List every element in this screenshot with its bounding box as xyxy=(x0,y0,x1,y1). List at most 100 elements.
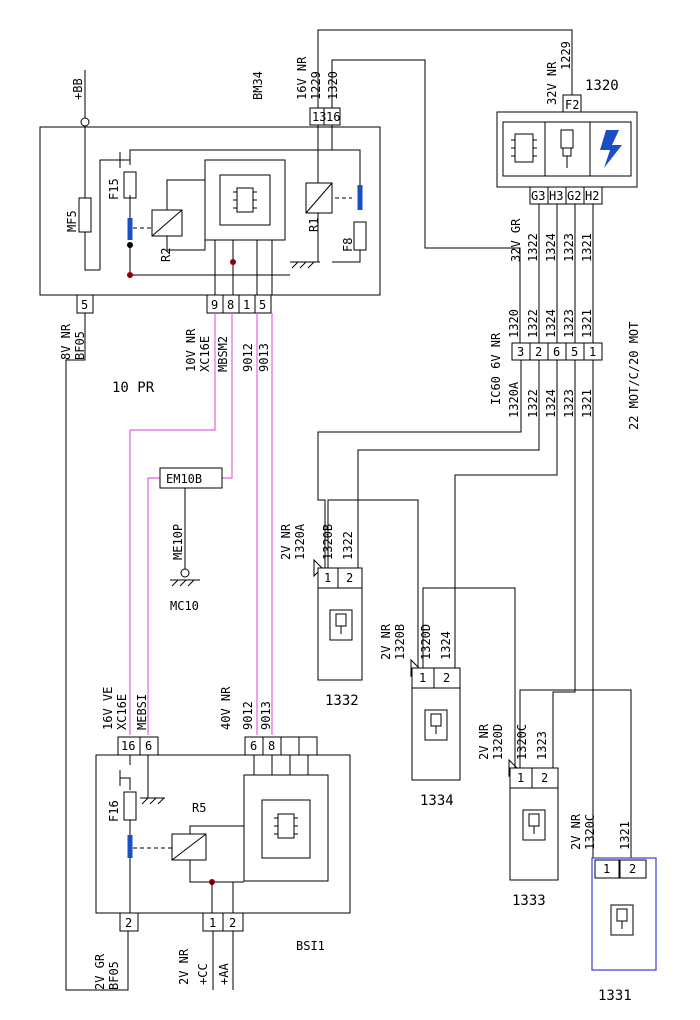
injector-1332: 2V NR 1320A 1320B 1322 1 2 1332 xyxy=(279,523,363,709)
ic60-top-wire-2: 1324 xyxy=(544,309,558,338)
bsi1-pin-16: 16 xyxy=(121,739,135,753)
plus-bb-label: +BB xyxy=(71,78,85,100)
ic60-label: IC60 6V NR xyxy=(489,332,503,405)
bsi1-bottom-left-wire-label: 2V GR xyxy=(93,953,107,990)
f16-label: F16 xyxy=(107,800,121,822)
bsi1-inner-ecu xyxy=(243,774,329,882)
inj1332-wire-0: 1320A xyxy=(293,523,307,560)
bsi1-bottom-left-ground: BF05 xyxy=(107,961,121,990)
bm34-chip-icon xyxy=(233,187,257,213)
bm34-top-connector: 13 16 16V NR 1229 1320 xyxy=(295,29,573,343)
bsi1-bottom-pin-1: 1 xyxy=(209,916,216,930)
plus-bb-terminal xyxy=(80,117,90,127)
inj1333-wire-2: 1323 xyxy=(535,731,549,760)
bm34-chip-frame xyxy=(219,174,271,226)
ic60-pin-3: 3 xyxy=(517,345,524,359)
ic60-pin-6: 6 xyxy=(553,345,560,359)
inj1333-wire-0: 1320D xyxy=(491,724,505,760)
pr-label: 10 PR xyxy=(112,380,155,396)
ecu-pin-g2: G2 xyxy=(567,189,581,203)
inj1332-name: 1332 xyxy=(325,693,359,709)
bsi1-name: BSI1 xyxy=(296,939,325,953)
bsi1-bottom-right-wire-label: 2V NR xyxy=(177,948,191,985)
bm34-pin-8: 8 xyxy=(227,298,234,312)
signal-wires xyxy=(129,313,273,735)
r1-relay-coil xyxy=(305,182,333,214)
inj1334-wire-0: 1320B xyxy=(393,624,407,660)
junction-dot xyxy=(127,272,133,278)
mc10-ground-icon xyxy=(170,579,200,587)
injector-icon xyxy=(610,904,634,936)
inj1334-wire-label: 2V NR xyxy=(379,623,393,660)
me10p-label: ME10P xyxy=(171,524,185,560)
junction-dot xyxy=(230,259,236,265)
ic60-bottom-wire-1: 1322 xyxy=(526,389,540,418)
bsi1-bottom-right-connector: 1 2 2V NR +CC +AA xyxy=(177,912,244,990)
inj1333-wire-label: 2V NR xyxy=(477,723,491,760)
bsi1-ground-icon xyxy=(140,797,165,805)
wire-1229: 1229 xyxy=(309,71,323,100)
jumper-1320d xyxy=(422,587,516,768)
bm34-left-connector: 5 8V NR BF05 xyxy=(59,294,106,991)
r2-label: R2 xyxy=(159,248,173,262)
inj1334-name: 1334 xyxy=(420,793,454,809)
inj1331-name: 1331 xyxy=(598,988,632,1004)
ecu-power-wire: 1229 xyxy=(559,41,573,70)
inj1333-pin-2: 2 xyxy=(541,771,548,785)
inj1334-pin-1: 1 xyxy=(419,671,426,685)
wire-9013-top: 9013 xyxy=(257,343,271,372)
inj1332-wire-1: 1320B xyxy=(321,524,335,560)
bsi1-chip-frame xyxy=(261,799,311,859)
ecu-chip-icon xyxy=(511,133,537,163)
r5-label: R5 xyxy=(192,801,206,815)
ecu-pin-f2: F2 xyxy=(565,98,579,112)
em10b-connector: EM10B ME10P MC10 xyxy=(159,467,223,613)
bsi1-pin-8: 8 xyxy=(268,739,275,753)
ic60-top-wire-4: 1321 xyxy=(580,309,594,338)
injector-icon xyxy=(329,609,353,641)
bsi1-left-wire-label: 16V VE xyxy=(101,687,115,730)
r1-label: R1 xyxy=(307,218,321,232)
bsi1-pin-6: 6 xyxy=(145,739,152,753)
injector-icon xyxy=(522,809,546,841)
bm34-unit: BM34 F15 R2 R1 F8 xyxy=(39,70,381,296)
bm34-bottom-code: XC16E xyxy=(198,336,212,372)
plus-aa-label: +AA xyxy=(217,963,231,985)
wire-1323-ecu: 1323 xyxy=(562,233,576,262)
bsi1-unit: 16V VE XC16E MEBSI 16 6 40V NR 9012 9013… xyxy=(95,686,351,953)
bm34-pin-16: 16 xyxy=(326,110,340,124)
ic60-pin-2: 2 xyxy=(535,345,542,359)
jumper-1320b xyxy=(327,499,419,668)
bm34-pin-1: 1 xyxy=(243,298,250,312)
wire-mbsm2: MBSM2 xyxy=(216,336,230,372)
injector-1331: 2V NR 1320C 1321 1 2 1331 xyxy=(569,813,657,1004)
bm34-bottom-connector: 9 8 1 5 10V NR XC16E MBSM2 9012 9013 10 … xyxy=(112,294,272,396)
ecu-pin-g3: G3 xyxy=(531,189,545,203)
inj1331-frame xyxy=(591,857,657,971)
bm34-bottom-wire-label: 10V NR xyxy=(184,328,198,372)
bm34-pin-13: 13 xyxy=(312,110,326,124)
bm34-pin-5b: 5 xyxy=(259,298,266,312)
injector-1333: 2V NR 1320D 1320C 1323 1 2 1333 xyxy=(477,723,559,909)
injector-icon xyxy=(560,129,574,168)
ecu-power-wire-label: 32V NR xyxy=(545,61,559,105)
ic60-top-wire-0: 1320 xyxy=(507,309,521,338)
inj1333-name: 1333 xyxy=(512,893,546,909)
bsi1-pin-6b: 6 xyxy=(250,739,257,753)
ic60-bottom-wire-3: 1323 xyxy=(562,389,576,418)
ic60-bottom-wire-2: 1324 xyxy=(544,389,558,418)
ecu-pin-h3: H3 xyxy=(549,189,563,203)
bsi1-mid-wire-label: 40V NR xyxy=(219,686,233,730)
bm34-pin-5: 5 xyxy=(81,298,88,312)
bm34-inner-ecu xyxy=(204,159,286,241)
inj1332-pin-1: 1 xyxy=(324,571,331,585)
inj1333-wire-1: 1320C xyxy=(515,724,529,760)
bsi1-bottom-left-connector: 2 2V GR BF05 xyxy=(93,912,139,991)
inj1331-wire-1: 1321 xyxy=(618,821,632,850)
bm34-left-ground: BF05 xyxy=(73,331,87,360)
junction-dot xyxy=(127,242,133,248)
lightning-icon xyxy=(600,130,622,168)
ic60-pin-5: 5 xyxy=(571,345,578,359)
wire-9012-top: 9012 xyxy=(241,343,255,372)
